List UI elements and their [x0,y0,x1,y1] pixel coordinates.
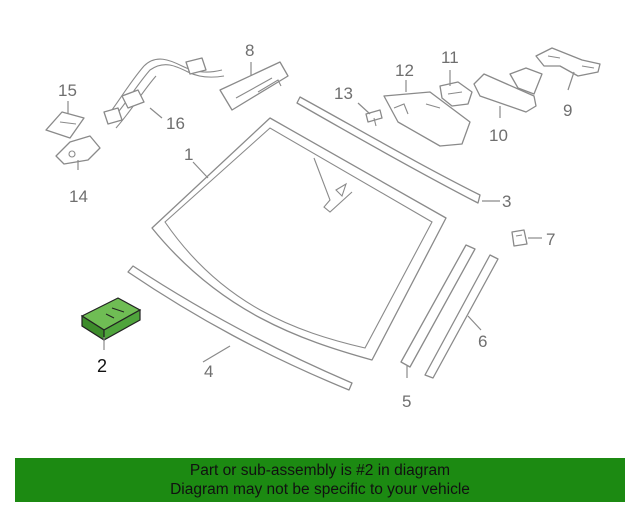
clip[interactable] [511,229,528,247]
callout-12[interactable]: 12 [395,61,414,80]
callout-7[interactable]: 7 [546,230,555,249]
callout-16[interactable]: 16 [166,114,185,133]
callout-8[interactable]: 8 [245,41,254,60]
screw[interactable] [365,109,383,127]
mount-plate[interactable] [383,91,471,147]
callout-1[interactable]: 1 [184,145,193,164]
callout-2[interactable]: 2 [97,356,107,376]
callout-13[interactable]: 13 [334,84,353,103]
sensor[interactable] [439,81,473,107]
callout-5[interactable]: 5 [402,392,411,411]
parts-diagram: 1 2 3 4 5 6 7 8 9 10 11 12 13 14 15 16 [45,41,601,411]
callouts: 1 2 3 4 5 6 7 8 9 10 11 12 13 14 15 16 [58,41,572,411]
callout-10[interactable]: 10 [489,126,508,145]
rearview-mirror[interactable] [473,67,543,113]
mirror-bracket[interactable] [535,47,601,77]
leader-lines [67,62,575,378]
pad[interactable] [45,111,85,139]
side-molding-right[interactable] [424,254,499,379]
small-bracket[interactable] [55,135,101,165]
callout-3[interactable]: 3 [502,192,511,211]
info-banner: Part or sub-assembly is #2 in diagram Di… [15,458,625,502]
banner-line-2: Diagram may not be specific to your vehi… [170,481,470,498]
callout-6[interactable]: 6 [478,332,487,351]
callout-14[interactable]: 14 [69,187,88,206]
callout-9[interactable]: 9 [563,101,572,120]
callout-15[interactable]: 15 [58,81,77,100]
highlighted-part-2[interactable] [80,297,142,342]
side-molding-left[interactable] [400,244,476,368]
banner-line-1: Part or sub-assembly is #2 in diagram [189,462,451,479]
wire-harness[interactable] [103,57,225,129]
lower-molding[interactable] [127,265,353,391]
cover-panel[interactable] [219,61,289,111]
upper-molding[interactable] [296,96,481,204]
callout-4[interactable]: 4 [204,362,213,381]
callout-11[interactable]: 11 [441,48,459,67]
windshield-glass[interactable] [151,117,447,361]
